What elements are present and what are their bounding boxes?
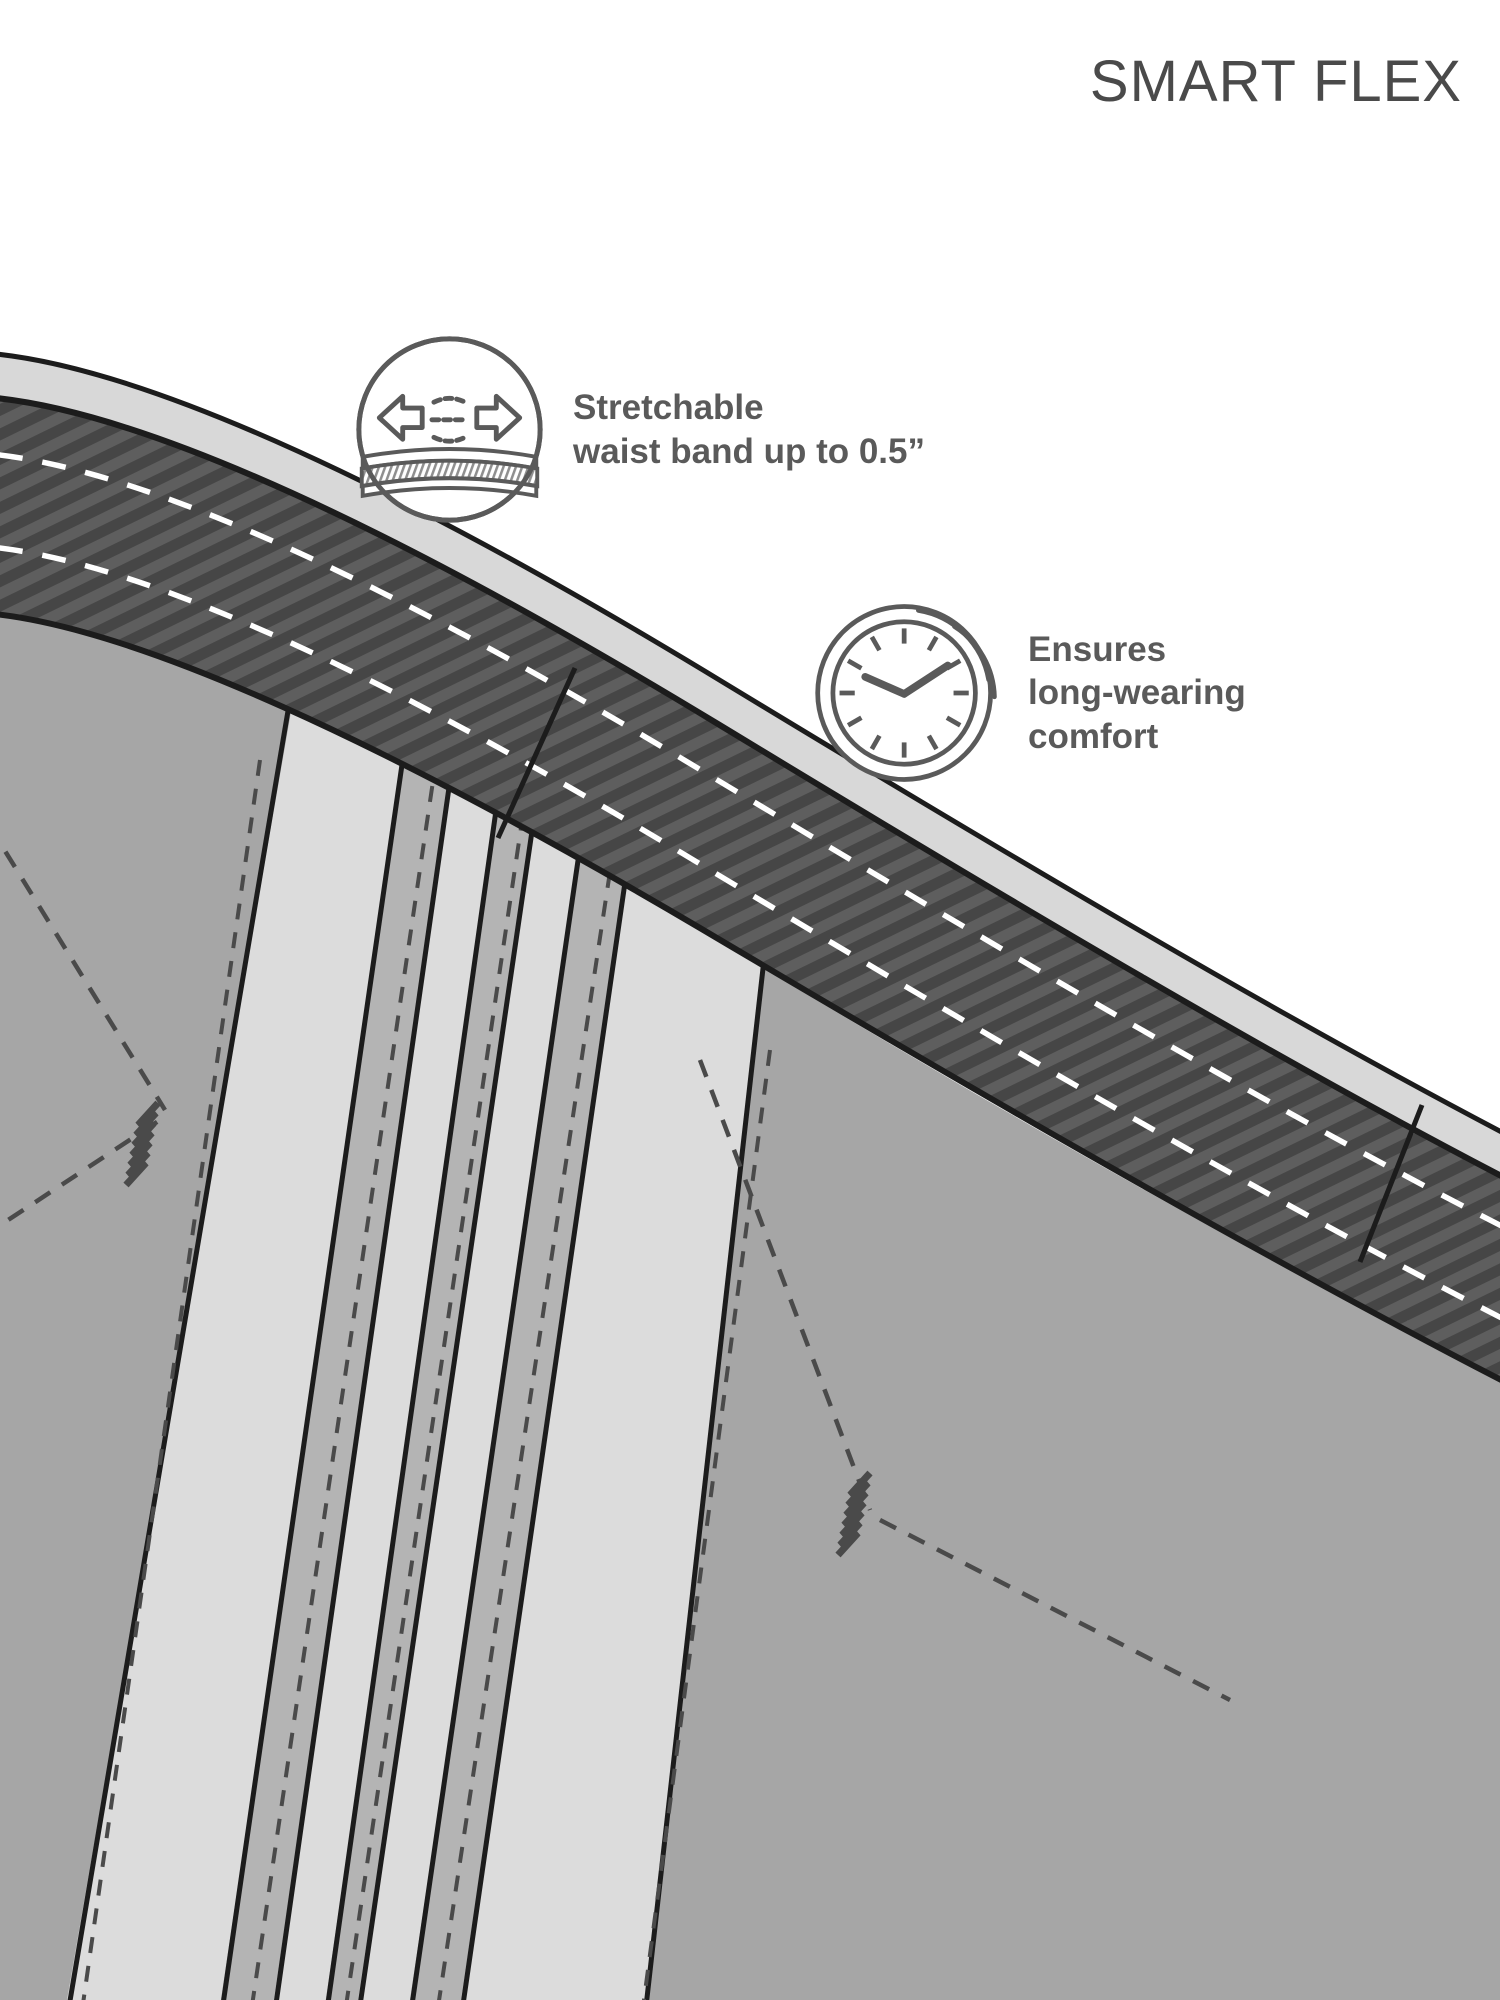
waistband-elastic-rib: [0, 395, 1500, 1383]
panel-topstitching: [73, 699, 772, 2000]
right-pocket-outline: [697, 1059, 1232, 1703]
center-seam-line: [495, 666, 578, 840]
waistband-stitchlines: [0, 449, 1500, 1343]
clock-hands: [861, 661, 952, 698]
callout-comfort-text: Ensures long-wearing comfort: [1028, 629, 1246, 756]
callout-comfort: Ensures long-wearing comfort: [812, 598, 1246, 788]
clock-sweep-arc-inner: [952, 624, 997, 700]
arrow-left-icon: [376, 393, 425, 442]
clock-hand-minute: [861, 673, 908, 698]
stretch-lines-icon: [429, 395, 470, 444]
callout-stretchable-text: Stretchable waist band up to 0.5”: [573, 388, 925, 471]
stretch-arrows-waistband-icon: [356, 336, 543, 523]
clock-hand-hour: [900, 661, 952, 698]
waistband-strip-icon: [359, 447, 540, 499]
page-title: SMART FLEX: [1089, 49, 1462, 114]
left-pocket-outline: [0, 768, 167, 1257]
arrow-right-icon: [474, 393, 523, 442]
side-seam-line: [1357, 1104, 1425, 1263]
clock-ticks: [839, 628, 969, 758]
left-bartack-zigzag: [123, 1100, 161, 1188]
callout-stretchable: Stretchable waist band up to 0.5”: [352, 332, 925, 527]
right-bartack-zigzag: [835, 1470, 873, 1558]
clock-icon: [815, 604, 997, 782]
